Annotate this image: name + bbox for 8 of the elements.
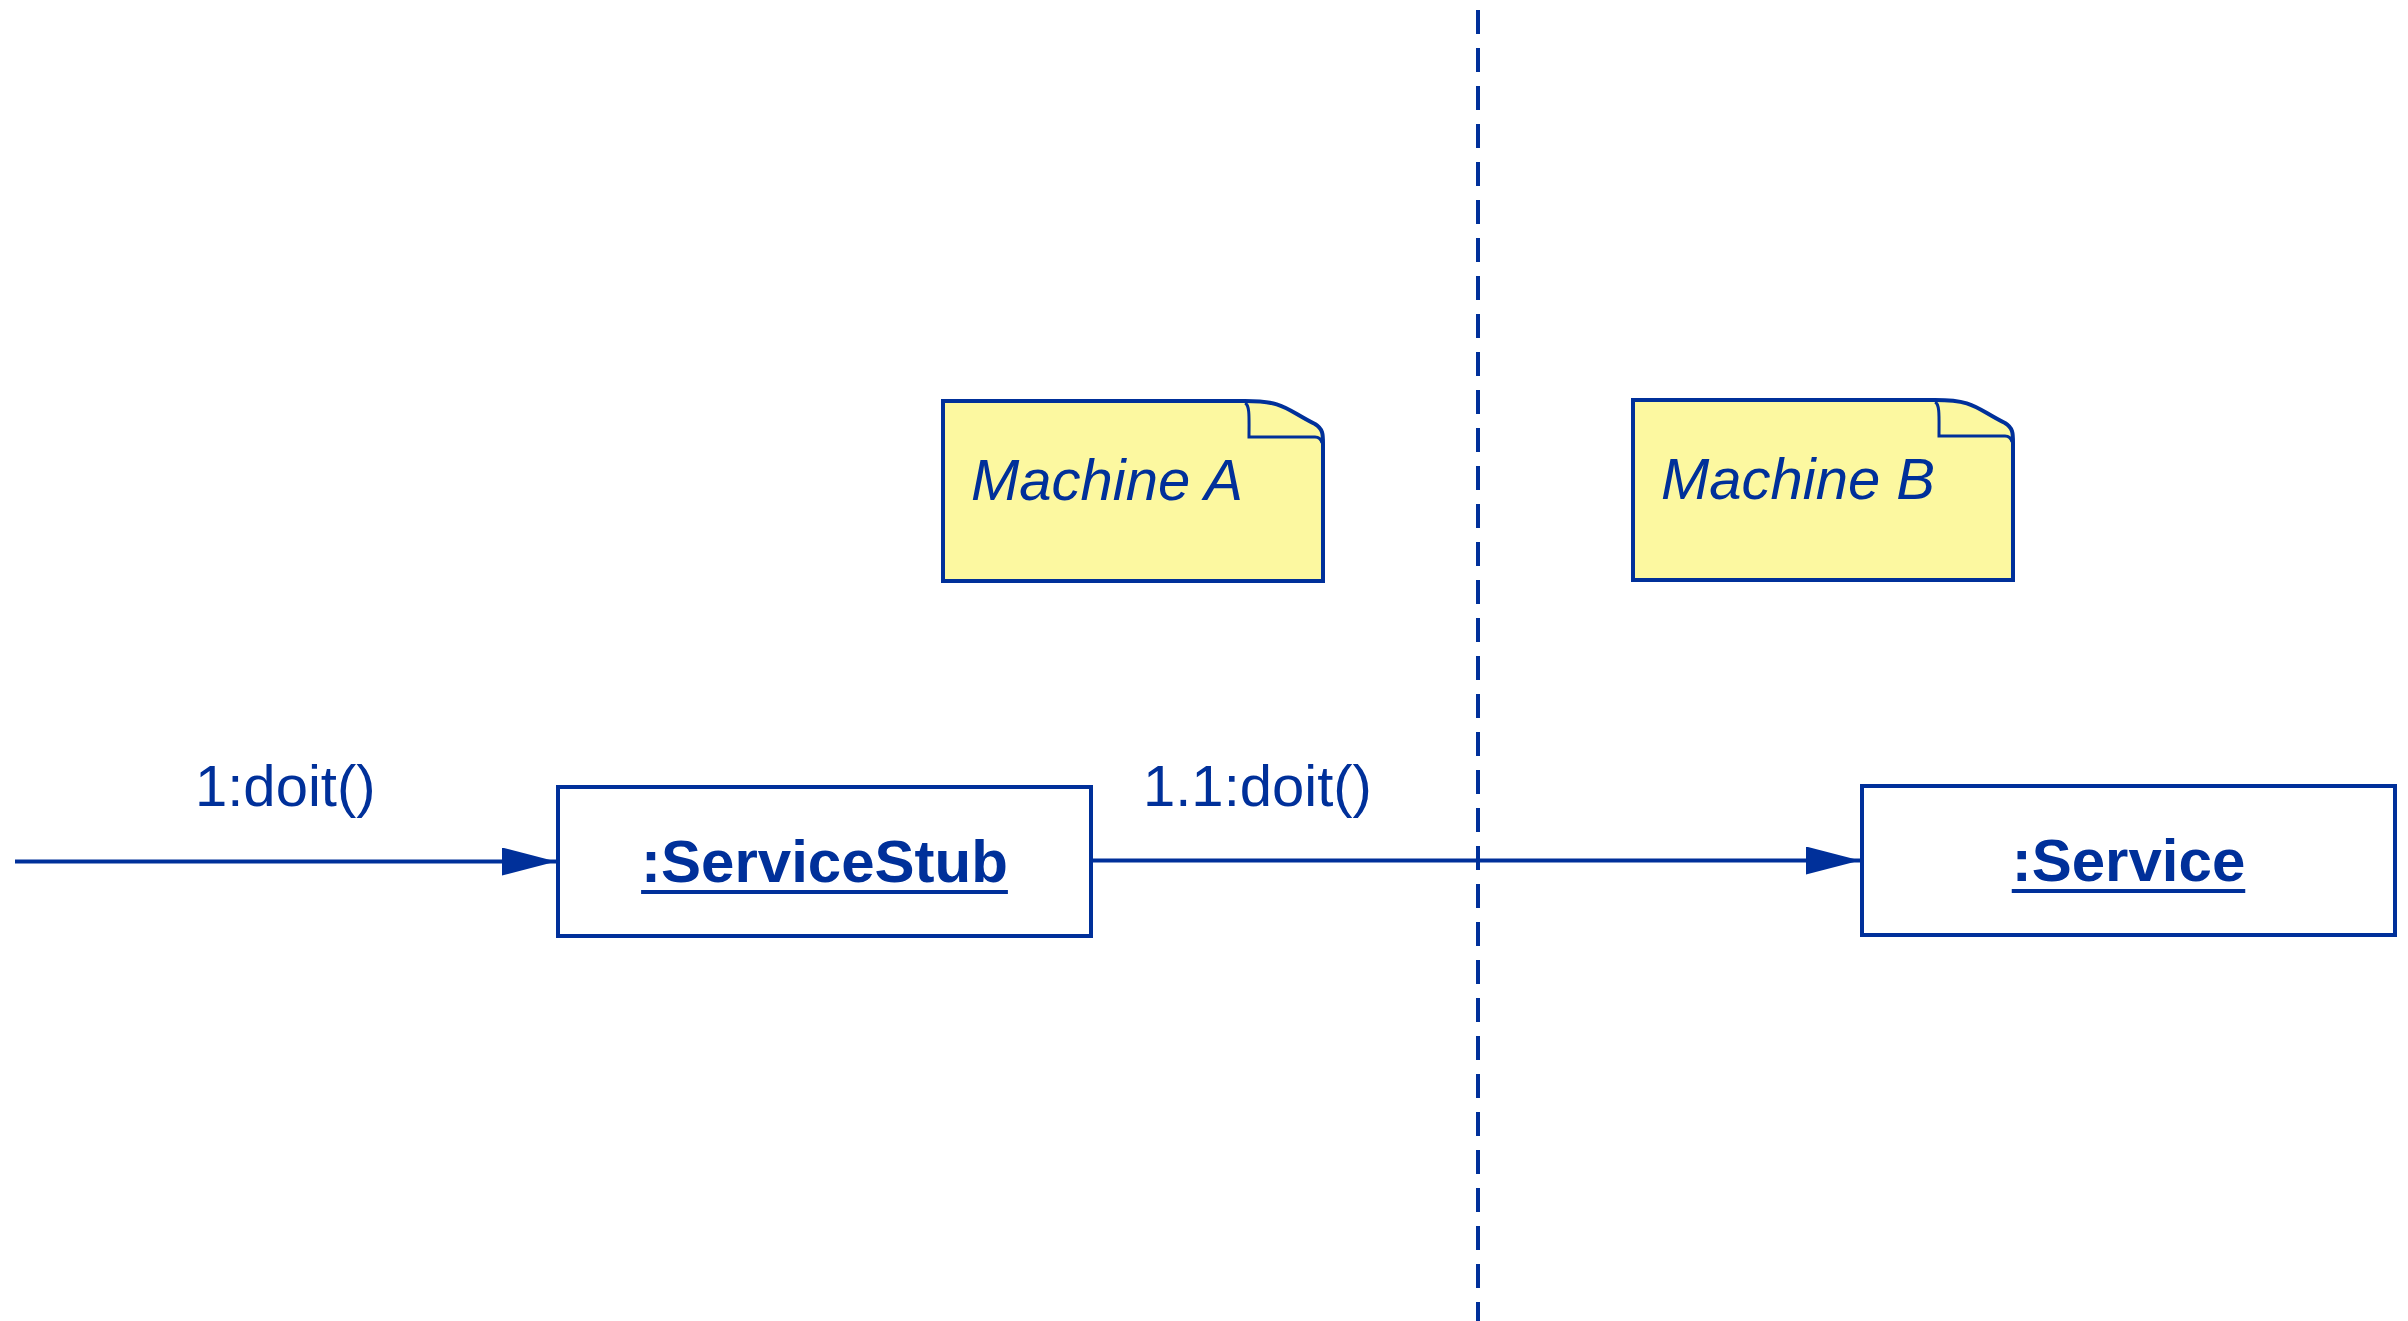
- object-box: [1860, 784, 2397, 937]
- object-box: [556, 785, 1093, 938]
- object-name: :ServiceStub: [641, 831, 1008, 892]
- message-arrow: [1093, 846, 1860, 875]
- note-text: Machine A: [971, 451, 1243, 509]
- object-name: :Service: [2011, 830, 2246, 891]
- message-arrow: [15, 847, 556, 876]
- note-text: Machine B: [1661, 450, 1936, 508]
